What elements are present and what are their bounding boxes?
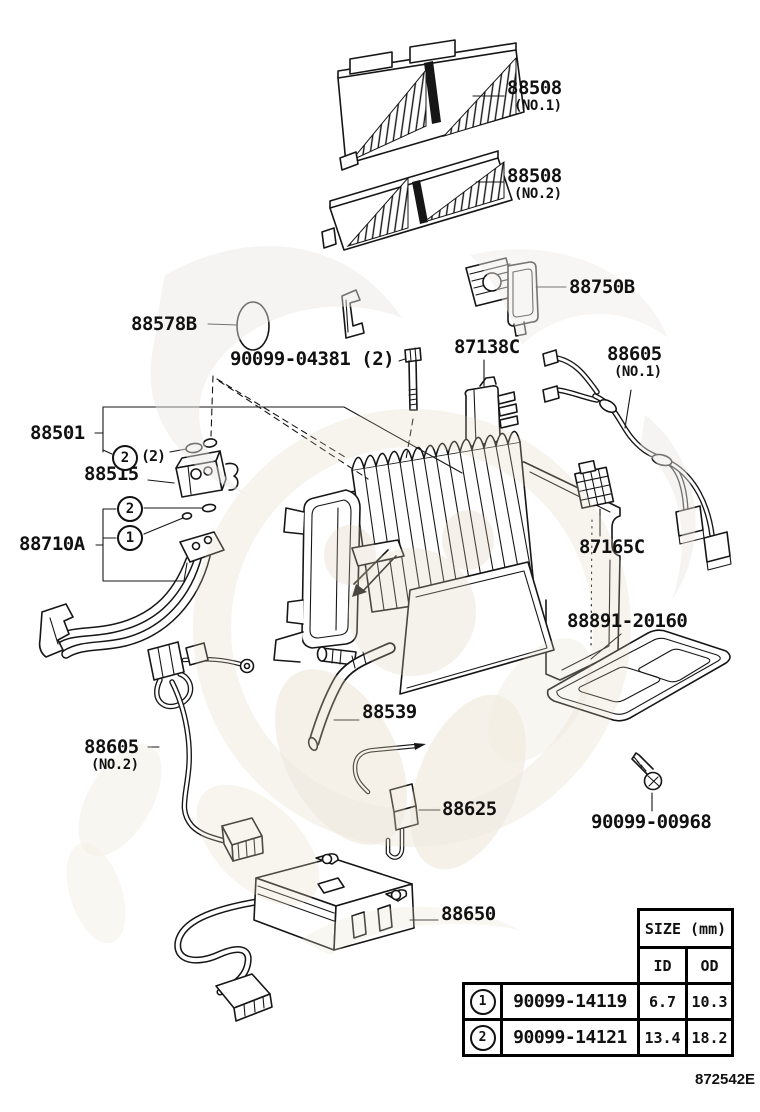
part-label-88605-no1: 88605 (NO.1) xyxy=(607,344,662,380)
drawing-code: 872542E xyxy=(695,1071,756,1088)
part-label-88891-20160: 88891-20160 xyxy=(567,610,688,632)
part-number: 88539 xyxy=(362,701,417,723)
row-ref-cell: 1 xyxy=(462,982,503,1021)
part-label-87138c: 87138C xyxy=(454,337,520,357)
part-number: 88508 xyxy=(507,165,562,187)
amplifier-drawing xyxy=(174,853,415,1022)
part-number: 88578B xyxy=(131,313,197,335)
callout-2-88710a: 2 xyxy=(117,496,143,522)
size-table-row: 2 90099-14121 13.4 18.2 xyxy=(462,1018,734,1057)
size-table: SIZE (mm) ID OD 1 90099-14119 6.7 10.3 2… xyxy=(462,908,734,1057)
drain-hose-drawing xyxy=(307,642,396,752)
tray-drawing xyxy=(546,629,731,722)
callout-number: 1 xyxy=(469,988,496,1015)
blower-resistor-drawing xyxy=(465,257,539,337)
size-table-col-od: OD xyxy=(685,946,734,985)
part-label-90099-04381: 90099-04381 (2) xyxy=(230,348,395,370)
part-number: 88508 xyxy=(507,77,562,99)
size-table-title: SIZE (mm) xyxy=(637,908,734,949)
callout-1-88710a: 1 xyxy=(117,525,143,551)
part-sub: (NO.2) xyxy=(514,186,562,202)
part-label-88605-no2: 88605 (NO.2) xyxy=(84,737,139,773)
cabin-filter-no1-drawing xyxy=(337,39,525,171)
part-label-88508-no2: 88508 (NO.2) xyxy=(507,166,562,202)
part-number: 87165C xyxy=(579,536,645,558)
part-sub: (NO.1) xyxy=(514,98,562,114)
part-number: 88605 xyxy=(607,343,662,365)
row-part-number: 90099-14121 xyxy=(500,1018,640,1057)
callout-2-88501: 2 xyxy=(112,445,138,471)
o-ring-drawings xyxy=(181,438,218,520)
part-label-88508-no1: 88508 (NO.1) xyxy=(507,78,562,114)
part-label-87165c: 87165C xyxy=(579,537,645,557)
harness-no1-drawing xyxy=(542,349,732,571)
callout-number: 2 xyxy=(125,501,135,517)
row-part-number: 90099-14119 xyxy=(500,982,640,1021)
assembly-reference-lines xyxy=(210,375,414,480)
row-od-value: 10.3 xyxy=(685,982,734,1021)
screw-drawing xyxy=(631,752,663,791)
bolt-drawing xyxy=(404,347,422,411)
relay-drawing xyxy=(464,376,519,447)
harness-no2-drawing xyxy=(147,641,264,862)
cabin-filter-no2-drawing xyxy=(321,150,513,251)
callout-number: 1 xyxy=(125,530,135,546)
part-label-88625: 88625 xyxy=(442,799,497,819)
part-number: 90099-04381 (2) xyxy=(230,348,395,370)
part-number: 88710A xyxy=(19,533,85,555)
part-number: 90099-00968 xyxy=(591,811,712,833)
part-sub: (NO.2) xyxy=(91,757,139,773)
oring-plate-drawing xyxy=(236,301,270,351)
part-number: 88891-20160 xyxy=(567,610,688,632)
evaporator-assembly-drawing xyxy=(273,430,621,695)
row-ref-cell: 2 xyxy=(462,1018,503,1057)
part-number: 87138C xyxy=(454,336,520,358)
part-number: 88625 xyxy=(442,798,497,820)
callout-number: 2 xyxy=(469,1024,496,1051)
expansion-valve-drawing xyxy=(175,450,239,498)
part-label-88539: 88539 xyxy=(362,702,417,722)
part-number: 88605 xyxy=(84,736,139,758)
qty-label: (2) xyxy=(141,447,166,465)
part-label-88578b: 88578B xyxy=(131,314,197,334)
size-table-row: 1 90099-14119 6.7 10.3 xyxy=(462,982,734,1021)
thermistor-connector-drawing xyxy=(574,459,615,509)
part-number: 88750B xyxy=(569,276,635,298)
row-id-value: 6.7 xyxy=(637,982,688,1021)
leader-lines xyxy=(94,95,653,921)
clip-drawing xyxy=(341,289,365,339)
part-sub: (NO.1) xyxy=(614,364,662,380)
pipe-assembly-drawing xyxy=(38,531,225,659)
thermistor-drawing xyxy=(352,743,426,860)
part-number: 88650 xyxy=(441,903,496,925)
part-label-88750b: 88750B xyxy=(569,277,635,297)
part-label-88501: 88501 xyxy=(30,423,85,443)
callout-number: 2 xyxy=(120,450,130,466)
row-od-value: 18.2 xyxy=(685,1018,734,1057)
part-label-88710a: 88710A xyxy=(19,534,85,554)
part-number: 88501 xyxy=(30,422,85,444)
part-label-90099-00968: 90099-00968 xyxy=(591,811,712,833)
size-table-col-id: ID xyxy=(637,946,688,985)
row-id-value: 13.4 xyxy=(637,1018,688,1057)
part-label-88650: 88650 xyxy=(441,904,496,924)
